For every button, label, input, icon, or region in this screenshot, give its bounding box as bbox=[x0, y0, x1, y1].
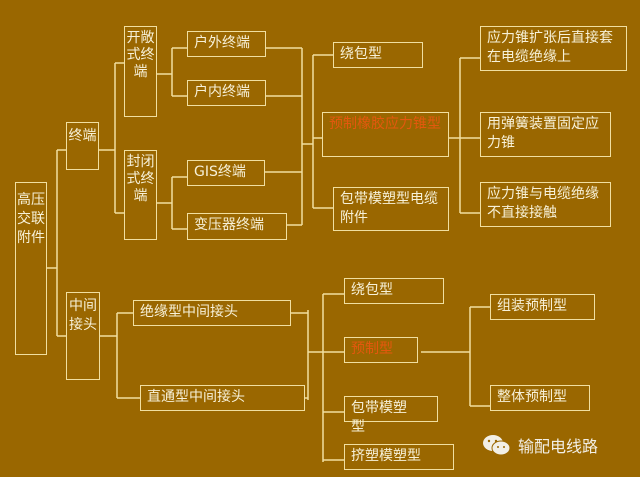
precast-type-spring: 用弹簧装置固定应力锥 bbox=[480, 112, 611, 157]
closed-terminal-node: 封闭式终端 bbox=[124, 150, 157, 240]
terminal-node: 终端 bbox=[66, 122, 99, 170]
insulated-joint-node: 绝缘型中间接头 bbox=[133, 300, 291, 326]
outdoor-terminal-node: 户外终端 bbox=[187, 31, 266, 57]
precast-type-expanded: 应力锥扩张后直接套在电缆绝缘上 bbox=[480, 26, 627, 71]
joint-type-precast: 预制型 bbox=[344, 337, 418, 363]
joint-node: 中间接头 bbox=[66, 292, 100, 380]
terminal-type-precast-rubber: 预制橡胶应力锥型 bbox=[322, 112, 449, 157]
terminal-type-tape-molded: 包带模塑型电缆附件 bbox=[333, 187, 449, 231]
joint-precast-integral: 整体预制型 bbox=[490, 385, 590, 411]
gis-terminal-node: GIS终端 bbox=[187, 160, 265, 186]
terminal-type-wrapped: 绕包型 bbox=[333, 42, 423, 68]
joint-type-tape-molded-label: 包带模塑型 bbox=[351, 400, 407, 435]
joint-type-extrusion-molded: 挤塑模塑型 bbox=[344, 444, 454, 470]
joint-type-tape-molded: 包带模塑型 bbox=[344, 396, 438, 435]
watermark: 输配电线路 bbox=[482, 433, 598, 457]
straight-joint-node: 直通型中间接头 bbox=[140, 385, 305, 411]
open-terminal-node: 开敞式终端 bbox=[124, 26, 157, 117]
transformer-terminal-node: 变压器终端 bbox=[187, 213, 287, 240]
indoor-terminal-node: 户内终端 bbox=[187, 80, 266, 106]
wechat-icon bbox=[483, 435, 511, 456]
joint-precast-assembled: 组装预制型 bbox=[490, 294, 595, 320]
precast-type-no-contact: 应力锥与电缆绝缘不直接接触 bbox=[480, 182, 611, 227]
root-node: 高压交联附件 bbox=[15, 182, 47, 355]
watermark-text: 输配电线路 bbox=[518, 437, 599, 456]
joint-type-wrapped: 绕包型 bbox=[344, 278, 444, 304]
